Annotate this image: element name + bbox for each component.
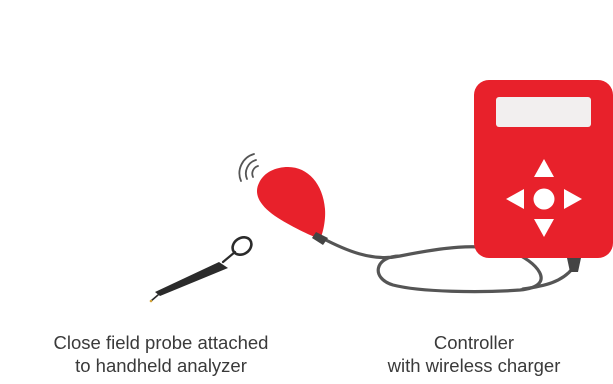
wireless-signal-icon: [239, 154, 258, 181]
controller-cable-connector: [567, 258, 581, 272]
controller-caption-line2: with wireless charger: [338, 354, 610, 377]
controller: [474, 80, 613, 272]
controller-caption-line1: Controller: [338, 331, 610, 354]
controller-caption: Controller with wireless charger: [338, 331, 610, 377]
controller-screen: [496, 97, 591, 127]
probe-caption-line1: Close field probe attached: [4, 331, 318, 354]
probe-caption-line2: to handheld analyzer: [4, 354, 318, 377]
probe-head: [257, 167, 328, 245]
controller-cable: [523, 268, 573, 289]
probe-pen-body: [155, 262, 228, 296]
probe-caption: Close field probe attached to handheld a…: [4, 331, 318, 377]
close-field-probe: [150, 234, 255, 303]
